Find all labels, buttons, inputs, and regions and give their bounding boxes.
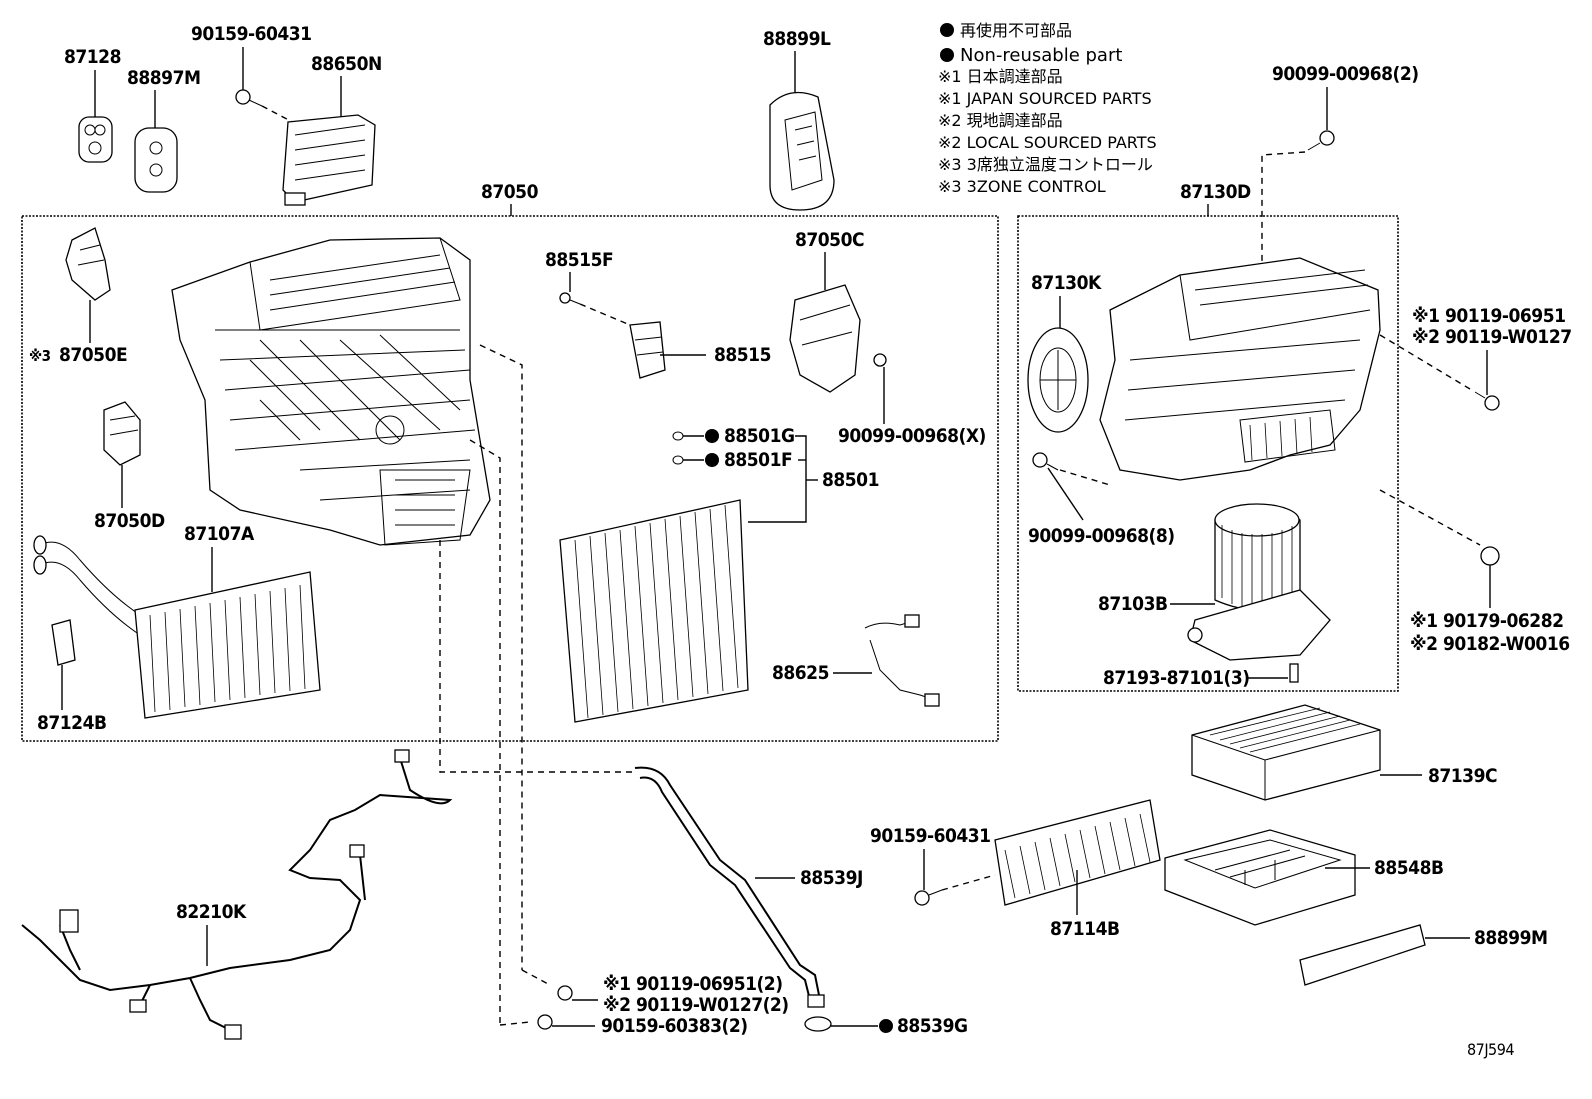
legend-3zone-jp: ※3 3席独立温度コントロール — [938, 155, 1153, 174]
part-number-label: 87103B — [1098, 593, 1168, 615]
part-88515[interactable]: 88515 — [629, 321, 771, 379]
part-90159-60383[interactable]: 90159-60383(2) — [499, 1014, 748, 1037]
part-90099-00968-8[interactable]: 90099-00968(8) — [1028, 452, 1175, 547]
part-87124B[interactable]: 87124B — [37, 619, 107, 734]
part-number-label: ※2 90119-W0127 — [1412, 326, 1572, 348]
part-number-label: 82210K — [176, 901, 247, 923]
legend-3zone-en: ※3 3ZONE CONTROL — [938, 177, 1106, 196]
diagram-code: 87J594 — [1467, 1040, 1514, 1059]
part-90179-06282[interactable]: ※1 90179-06282 ※2 90182-W0016 — [1379, 489, 1570, 655]
part-number-label: 87193-87101(3) — [1103, 667, 1250, 689]
part-number-label: 87139C — [1428, 765, 1497, 787]
part-number-label: ※1 90119-06951(2) — [603, 973, 783, 995]
part-82210K[interactable]: 82210K — [21, 749, 453, 1040]
part-number-label: 88625 — [772, 662, 829, 684]
part-number-label: 90159-60431 — [191, 23, 312, 45]
part-number-label: 87128 — [64, 46, 121, 68]
part-88625[interactable]: 88625 — [772, 614, 940, 707]
part-number-label: 88515 — [714, 344, 771, 366]
blower-case — [1099, 257, 1381, 481]
part-87193-87101[interactable]: 87193-87101(3) — [1103, 663, 1299, 689]
part-number-label: 90159-60383(2) — [601, 1015, 748, 1037]
mark-3zone: ※3 — [29, 347, 51, 365]
legend-local-sourced-jp: ※2 現地調達部品 — [938, 111, 1063, 130]
part-number-label: 87050D — [94, 510, 165, 532]
part-88539G[interactable]: 88539G — [804, 1015, 968, 1037]
part-87050-label: 87050 — [481, 181, 539, 203]
part-88515F[interactable]: 88515F — [545, 249, 631, 326]
non-reusable-bullet-icon — [940, 48, 954, 62]
part-90099-00968-2[interactable]: 90099-00968(2) — [1261, 63, 1419, 420]
part-88501F[interactable]: 88501F — [672, 449, 793, 471]
part-87050E[interactable]: ※3 87050E — [29, 227, 128, 366]
part-88897M[interactable]: 88897M — [127, 67, 201, 193]
part-number-label: 88899M — [1474, 927, 1547, 949]
legend-non-reusable-jp: 再使用不可部品 — [960, 21, 1072, 40]
part-90119-06951-bottom[interactable]: ※1 90119-06951(2) ※2 90119-W0127(2) — [521, 969, 789, 1016]
non-reusable-bullet-icon — [940, 23, 954, 37]
part-number-label: 88539G — [897, 1015, 968, 1037]
part-88650N[interactable]: 88650N — [282, 53, 382, 206]
part-number-label: 90099-00968(X) — [838, 425, 986, 447]
part-87130K[interactable]: 87130K — [1027, 272, 1102, 433]
part-number-label: 88548B — [1374, 857, 1444, 879]
part-number-label: ※2 90182-W0016 — [1410, 633, 1570, 655]
part-87128[interactable]: 87128 — [64, 46, 121, 163]
part-number-label: 90159-60431 — [870, 825, 991, 847]
part-87114B[interactable]: 87114B — [994, 799, 1161, 940]
part-88899M[interactable]: 88899M — [1299, 924, 1548, 986]
part-88548B[interactable]: 88548B — [1164, 829, 1444, 926]
part-number-label: ※2 90119-W0127(2) — [603, 994, 789, 1016]
assembly-87130D-box — [1017, 215, 1399, 692]
part-number-label: 88515F — [545, 249, 613, 271]
legend-japan-sourced-jp: ※1 日本調達部品 — [938, 67, 1063, 86]
part-number-label: 87114B — [1050, 918, 1120, 940]
legend-japan-sourced-en: ※1 JAPAN SOURCED PARTS — [938, 89, 1152, 108]
part-number-label: 88501 — [822, 469, 879, 491]
part-90159-60431-mid[interactable]: 90159-60431 — [870, 825, 996, 906]
part-number-label: 87130K — [1031, 272, 1102, 294]
hvac-unit-body — [171, 237, 491, 546]
part-number-label: 88897M — [127, 67, 200, 89]
part-88501G[interactable]: 88501G — [672, 425, 795, 447]
legend-local-sourced-en: ※2 LOCAL SOURCED PARTS — [938, 133, 1157, 152]
part-87139C[interactable]: 87139C — [1191, 704, 1498, 801]
legend: 再使用不可部品 Non-reusable part ※1 日本調達部品 ※1 J… — [938, 21, 1157, 196]
part-number-label: 88539J — [800, 867, 863, 889]
part-87107A[interactable]: 87107A — [33, 523, 321, 719]
part-90159-60431-top[interactable]: 90159-60431 — [191, 23, 312, 127]
part-number-label: 87050E — [59, 344, 127, 366]
part-87130D-label: 87130D — [1180, 181, 1251, 203]
part-90099-00968-X[interactable]: 90099-00968(X) — [838, 353, 986, 447]
part-number-label: 88501G — [724, 425, 795, 447]
part-number-label: 87107A — [184, 523, 255, 545]
part-90119-06951-right[interactable]: ※1 90119-06951 ※2 90119-W0127 — [1379, 305, 1572, 411]
part-87050D[interactable]: 87050D — [94, 401, 165, 532]
part-number-label: 87124B — [37, 712, 107, 734]
part-88539J[interactable]: 88539J — [634, 766, 863, 1008]
part-number-label: 88899L — [763, 28, 831, 50]
part-number-label: 87050C — [795, 229, 864, 251]
connector-dashed-lines — [439, 344, 635, 1025]
legend-non-reusable-en: Non-reusable part — [960, 45, 1122, 66]
assembly-87050-box — [21, 215, 999, 742]
part-number-label: 88650N — [311, 53, 382, 75]
part-88899L[interactable]: 88899L — [763, 28, 835, 211]
part-88501[interactable]: 88501 — [559, 435, 879, 723]
part-87103B[interactable]: 87103B — [1098, 503, 1331, 661]
part-number-label: 88501F — [724, 449, 792, 471]
part-number-label: 90099-00968(8) — [1028, 525, 1175, 547]
part-87050C[interactable]: 87050C — [789, 229, 865, 393]
part-number-label: ※1 90179-06282 — [1410, 610, 1564, 632]
part-number-label: 90099-00968(2) — [1272, 63, 1419, 85]
part-number-label: ※1 90119-06951 — [1412, 305, 1566, 327]
